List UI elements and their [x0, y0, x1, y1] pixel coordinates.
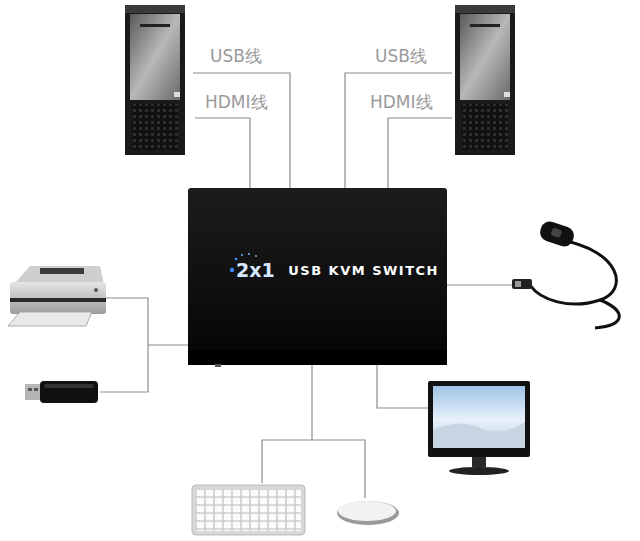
cable-label: HDMI线	[205, 92, 268, 112]
keyboard	[192, 485, 305, 535]
monitor	[428, 381, 530, 475]
pc-tower	[125, 5, 185, 155]
usb-stick	[25, 381, 98, 403]
product-name: USB KVM SWITCH	[288, 263, 439, 279]
cable-label: USB线	[210, 46, 262, 66]
cable-label: USB线	[375, 46, 427, 66]
usb-cable	[512, 219, 619, 328]
pc-tower	[455, 5, 515, 155]
printer	[8, 266, 106, 326]
kvm-switch-box: 2x1 USB KVM SWITCH	[188, 188, 447, 365]
kvm-housing	[188, 188, 447, 367]
mouse	[337, 501, 399, 525]
cable-label: HDMI线	[370, 92, 433, 112]
model-number: 2x1	[236, 259, 275, 282]
